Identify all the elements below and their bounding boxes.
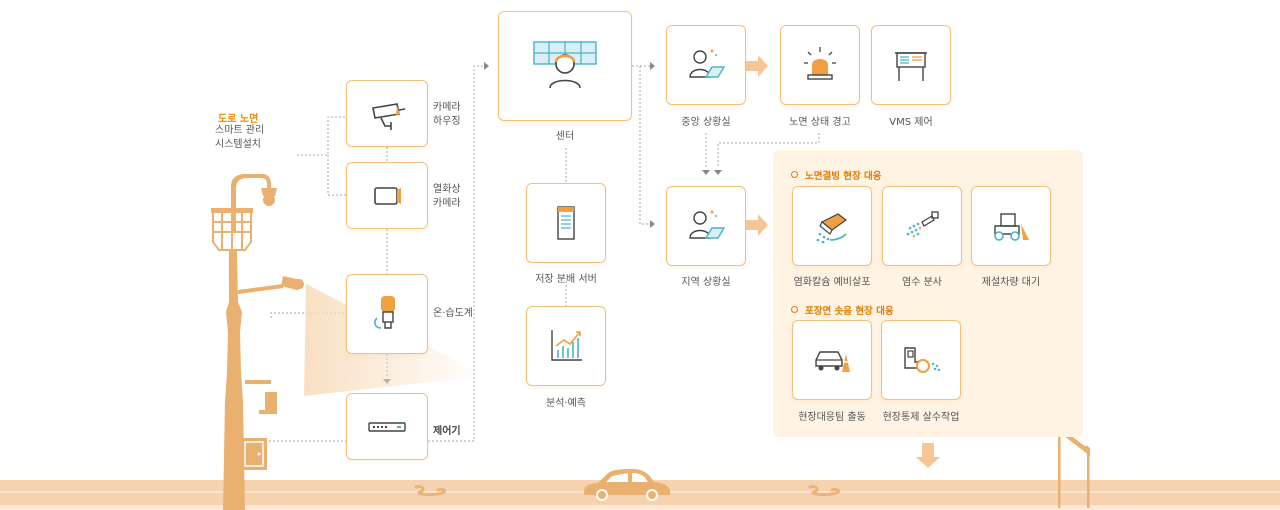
thermal-camera-label: 열화상 카메라	[433, 184, 461, 209]
pothole-response-item-2-label: 현장통제 살수작업	[882, 412, 960, 423]
storage-server-label: 저장 분배 서버	[535, 274, 597, 285]
central-control-room-box[interactable]	[666, 25, 746, 105]
camera-housing-box[interactable]	[346, 80, 428, 147]
cctv-camera-icon	[372, 102, 406, 130]
analysis-box[interactable]	[526, 306, 606, 386]
system-subtitle-line2: 스마트 관리	[215, 125, 265, 136]
controller-label: 제어기	[433, 426, 461, 437]
controller-box[interactable]	[346, 393, 428, 460]
system-title: 도로 노면	[218, 114, 259, 125]
freeze-response-title: 노면결빙 현장 대응	[791, 168, 882, 182]
vms-control-label: VMS 제어	[889, 117, 933, 128]
pothole-response-title: 포장면 솟음 현장 대응	[791, 303, 894, 317]
pothole-response-item-1[interactable]	[792, 320, 872, 400]
operator-laptop-icon	[689, 49, 726, 78]
road-crack-icon	[808, 485, 840, 497]
freeze-response-item-3-label: 제설차량 대기	[981, 277, 1041, 288]
surface-warning-box[interactable]	[780, 25, 860, 105]
controller-device-icon	[368, 421, 406, 432]
camera-housing-label: 카메라 하우징	[433, 102, 461, 127]
regional-control-room-label: 지역 상황실	[681, 277, 731, 288]
regional-control-room-box[interactable]	[666, 186, 746, 266]
freeze-response-item-2[interactable]	[882, 186, 962, 266]
server-icon	[557, 206, 575, 240]
freeze-response-item-1-label: 염화칼슘 예비살포	[793, 277, 871, 288]
thermo-hygrometer-box[interactable]	[346, 274, 428, 354]
thermo-hygrometer-label: 온·습도계	[433, 308, 473, 319]
freeze-response-item-1[interactable]	[792, 186, 872, 266]
pothole-response-item-2[interactable]	[881, 320, 961, 400]
car-icon	[584, 469, 670, 501]
road-crack-icon	[414, 485, 446, 497]
smart-pole-illustration	[211, 174, 304, 510]
analysis-chart-icon	[551, 330, 582, 361]
spreader-icon	[816, 213, 848, 244]
control-center-operator-icon	[533, 41, 597, 89]
storage-server-box[interactable]	[526, 183, 606, 263]
pothole-response-item-1-label: 현장대응팀 출동	[798, 412, 866, 423]
vms-control-box[interactable]	[871, 25, 951, 105]
thermo-hygrometer-icon	[374, 296, 395, 329]
freeze-response-item-2-label: 염수 분사	[902, 277, 942, 288]
response-team-car-icon	[815, 351, 850, 372]
freeze-response-item-3[interactable]	[971, 186, 1051, 266]
center-box[interactable]	[498, 11, 632, 121]
thermal-camera-icon	[374, 186, 401, 205]
road-edge	[0, 505, 1280, 510]
snowplow-icon	[994, 213, 1029, 241]
surface-warning-label: 노면 상태 경고	[789, 117, 851, 128]
warning-beacon-icon	[804, 47, 836, 80]
water-truck-icon	[904, 347, 941, 373]
center-label: 센터	[555, 131, 575, 142]
vms-sign-icon	[895, 52, 927, 81]
operator-laptop-icon	[689, 210, 726, 239]
thermal-camera-box[interactable]	[346, 162, 428, 229]
brine-spray-icon	[906, 211, 939, 238]
central-control-room-label: 중앙 상황실	[681, 117, 731, 128]
analysis-label: 분석·예측	[546, 398, 586, 409]
system-subtitle-line3: 시스템설치	[215, 139, 261, 150]
